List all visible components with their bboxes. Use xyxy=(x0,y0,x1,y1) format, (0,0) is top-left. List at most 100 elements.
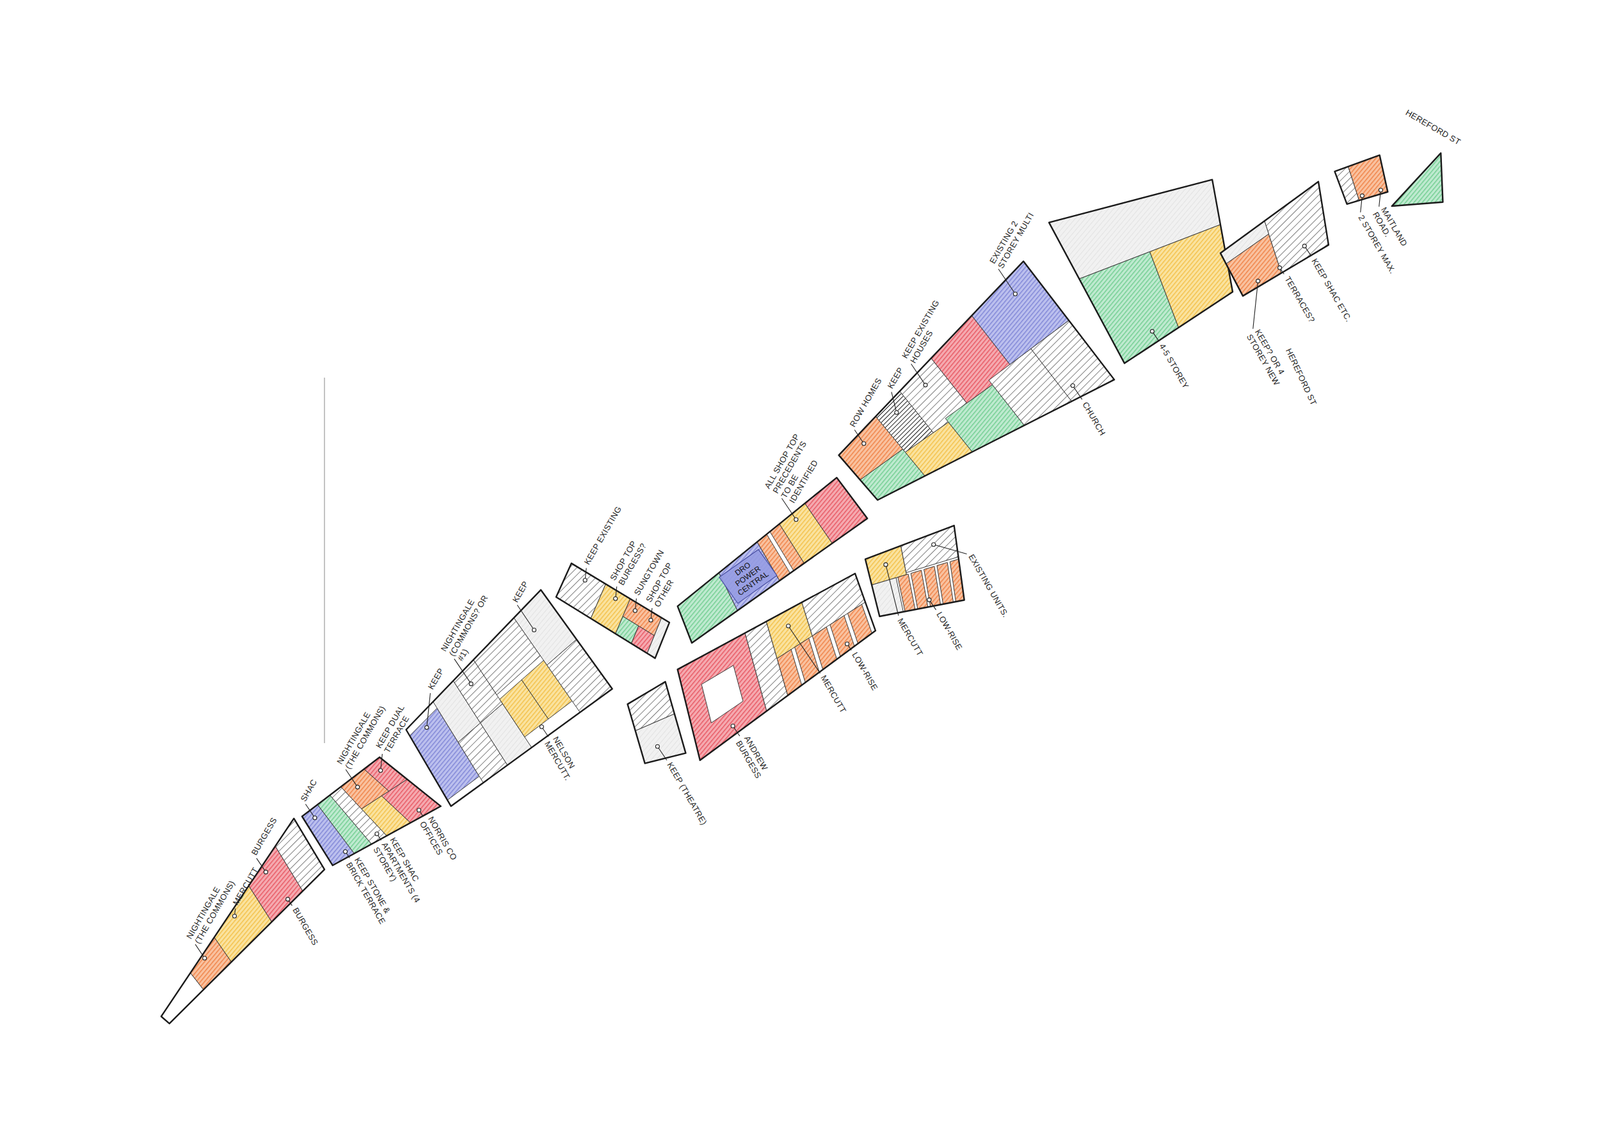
site-block xyxy=(406,590,613,807)
callout-label: KEEP EXISTING xyxy=(582,504,624,567)
leader-dot xyxy=(931,542,936,547)
leader-line xyxy=(454,658,472,684)
callout-label: CHURCH xyxy=(1080,400,1108,438)
parcel xyxy=(1392,152,1444,207)
site-block xyxy=(865,525,965,617)
leader-line xyxy=(517,604,534,630)
leader-dot xyxy=(1256,279,1261,283)
leader-dot xyxy=(1070,384,1075,388)
parcel xyxy=(871,577,904,617)
street-name: HEREFORD ST xyxy=(1283,346,1318,408)
leader-line xyxy=(195,944,205,959)
leader-dot xyxy=(469,681,473,686)
leader-line xyxy=(854,429,864,444)
leader-dot xyxy=(655,744,660,749)
leader-dot xyxy=(378,768,383,773)
site-block xyxy=(161,818,325,1024)
leader-dot xyxy=(355,785,360,790)
callout-label: NELSON MERCUTT. xyxy=(542,735,595,808)
leader-dot xyxy=(1278,265,1282,270)
leader-dot xyxy=(927,597,932,602)
leader-dot xyxy=(343,849,348,854)
leader-line xyxy=(305,803,315,818)
site-block xyxy=(1220,181,1329,297)
site-block xyxy=(1048,179,1233,364)
parcel xyxy=(701,665,744,724)
callout-label: KEEP xyxy=(426,666,447,692)
site-block xyxy=(677,573,876,761)
leaders-layer xyxy=(195,188,1383,960)
block-outline xyxy=(1048,179,1233,364)
leader-dot xyxy=(286,897,290,902)
leader-line xyxy=(891,391,897,413)
callout-label: MERCUTT xyxy=(895,616,925,658)
blocks-layer xyxy=(161,152,1444,1024)
leader-dot xyxy=(794,517,799,522)
leader-line xyxy=(426,693,431,728)
block-outline xyxy=(627,681,687,764)
leader-line xyxy=(788,625,821,674)
callout-label: EXISTING 2 STOREY MULTI xyxy=(988,199,1041,271)
leader-line xyxy=(380,753,383,771)
leader-line xyxy=(1072,385,1083,400)
block-outline xyxy=(839,261,1115,500)
leader-line xyxy=(1360,195,1363,213)
callout-label: TERRACES? xyxy=(1281,275,1316,325)
leader-dot xyxy=(632,608,637,613)
leader-dot xyxy=(1360,193,1364,198)
block-outline xyxy=(865,525,965,617)
leader-dot xyxy=(1378,188,1383,192)
guide-line xyxy=(323,377,325,744)
leader-dot xyxy=(613,596,618,601)
callout-label: KEEP (THEATRE) xyxy=(664,760,709,827)
leader-dot xyxy=(786,624,791,628)
leader-line xyxy=(1253,280,1259,329)
leader-line xyxy=(933,544,968,555)
callout-label: SHAC xyxy=(299,777,320,804)
callout-label: 4-5 STOREY xyxy=(1157,342,1191,392)
leader-dot xyxy=(923,383,928,388)
leader-line xyxy=(998,268,1016,294)
callout-label: KEEP xyxy=(510,579,531,605)
parcel xyxy=(1220,220,1269,264)
leader-dot xyxy=(232,913,237,918)
leader-dot xyxy=(845,641,850,646)
leader-dot xyxy=(648,618,653,623)
leader-line xyxy=(911,363,926,385)
block-outline xyxy=(406,590,613,807)
leader-dot xyxy=(1150,329,1154,334)
leader-dot xyxy=(883,562,888,567)
parcel xyxy=(1031,320,1115,402)
callout-label: LOW-RISE xyxy=(933,610,964,653)
leader-dot xyxy=(862,441,866,446)
block-outline xyxy=(1392,152,1444,207)
callout-label: LOW-RISE xyxy=(849,650,879,693)
leader-dot xyxy=(263,869,268,874)
callout-label: ANDREW BURGESS xyxy=(733,734,786,806)
leader-dot xyxy=(1013,291,1017,296)
callout-label: KEEP SHAC ETC. xyxy=(1309,256,1354,324)
leader-dot xyxy=(1302,243,1307,248)
site-block xyxy=(1392,152,1444,207)
callout-label: BURGESS xyxy=(289,906,320,948)
block-outline xyxy=(161,818,325,1024)
site-block xyxy=(627,681,687,764)
leader-line xyxy=(345,769,358,787)
callout-label: EXISTING UNITS. xyxy=(966,552,1011,619)
leader-dot xyxy=(539,724,544,729)
leader-line xyxy=(1379,190,1382,207)
leader-dot xyxy=(894,410,899,415)
leader-dot xyxy=(375,832,379,836)
callout-label: MERCUTT xyxy=(817,673,848,715)
leader-dot xyxy=(424,725,429,730)
block-outline xyxy=(1220,181,1329,297)
leader-line xyxy=(885,564,899,616)
leader-line xyxy=(657,746,667,761)
parcel xyxy=(805,477,868,544)
leader-dot xyxy=(532,627,537,632)
site-block xyxy=(839,261,1115,500)
leader-dot xyxy=(417,808,422,813)
callout-label: SHOP TOP BURGESS? xyxy=(608,515,662,588)
